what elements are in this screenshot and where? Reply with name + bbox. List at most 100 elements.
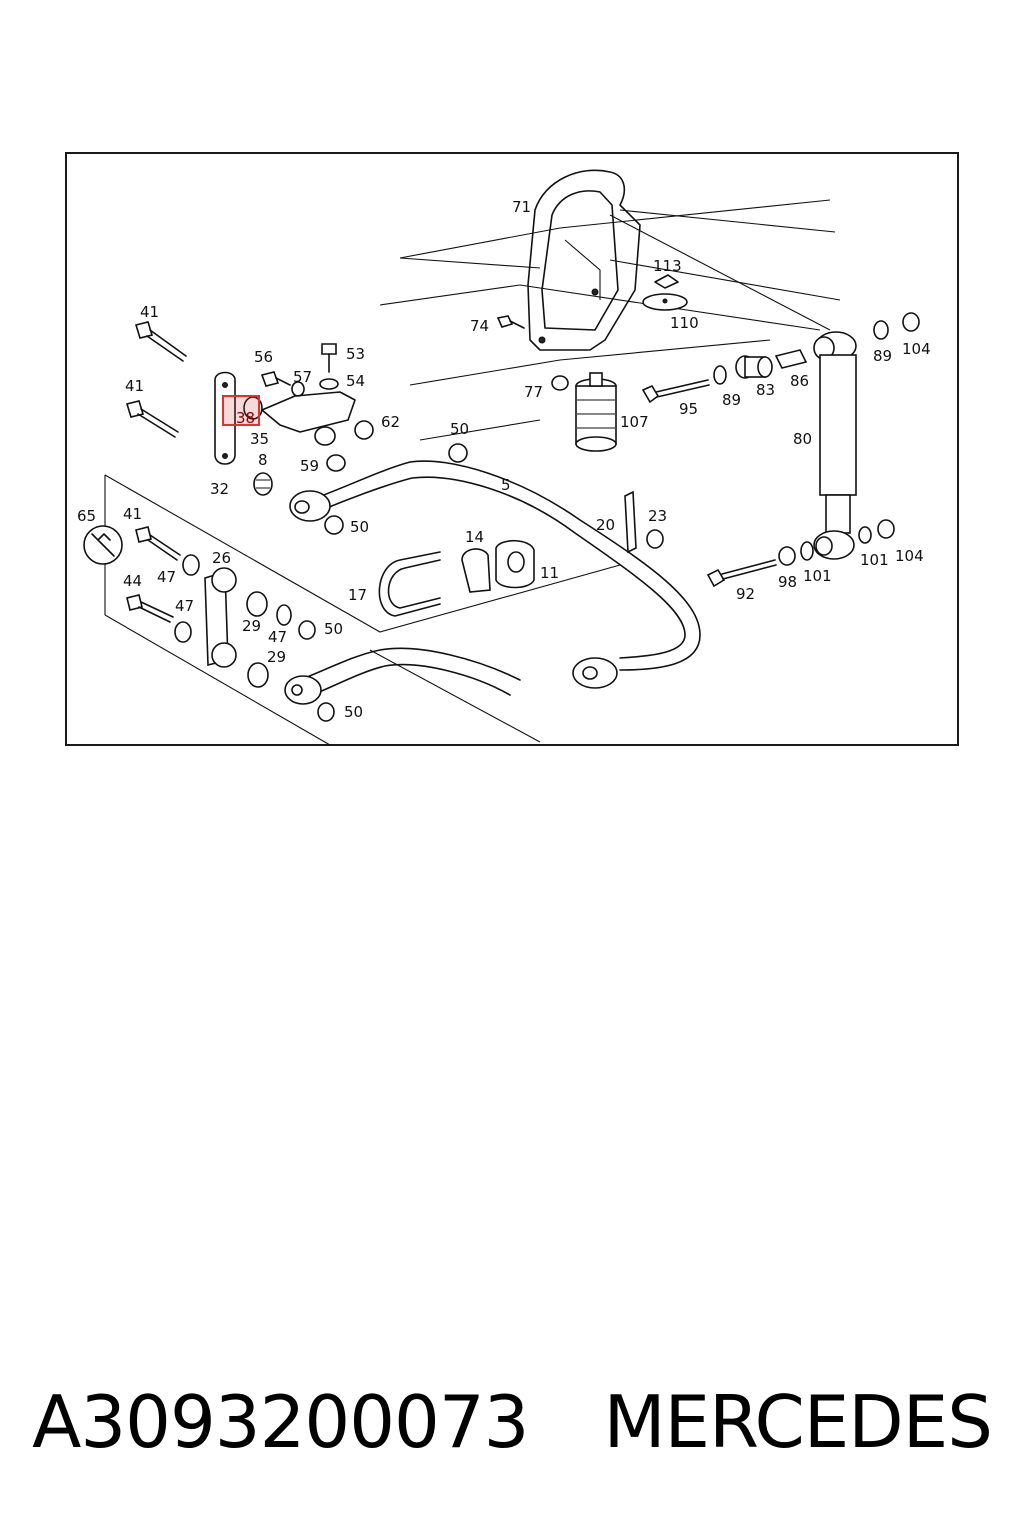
callout-32: 32 [210,480,229,498]
clip-113 [654,274,679,289]
callout-41-low: 41 [123,505,142,523]
part-caption: A3093200073 MERCEDES [0,1372,1024,1472]
bolt-41c [135,526,181,561]
washer-54 [319,378,339,390]
washer-101b [858,526,872,544]
callout-29-a: 29 [242,617,261,635]
callout-50-d: 50 [344,703,363,721]
callout-35: 35 [250,430,269,448]
callout-104-b: 104 [895,547,924,565]
part-number: A3093200073 [32,1380,529,1464]
callout-53: 53 [346,345,365,363]
callout-65: 65 [77,507,96,525]
callout-56: 56 [254,348,273,366]
callout-101-b: 101 [860,551,889,569]
callout-5: 5 [501,476,511,494]
washer-98 [778,546,796,566]
callout-labels: 71 113 110 74 77 107 41 41 56 57 53 54 3… [77,198,931,721]
nut-50a [448,443,468,463]
callout-41-mid: 41 [125,377,144,395]
wrench-icon [83,525,123,565]
callout-113: 113 [653,257,682,275]
bolt-95 [641,379,710,404]
chassis-frame [104,199,841,746]
bolt-41a [134,321,187,362]
bushing-8 [253,472,273,496]
callout-83: 83 [756,381,775,399]
highlight-box-38 [222,395,260,426]
callout-98: 98 [778,573,797,591]
shock-absorber-80 [813,331,857,560]
callout-8: 8 [258,451,268,469]
callout-77: 77 [524,383,543,401]
callout-62: 62 [381,413,400,431]
bolt-74 [496,315,525,329]
bracket-20 [624,490,637,554]
bolt-44 [126,594,174,623]
callout-107: 107 [620,413,649,431]
callout-44: 44 [123,572,142,590]
bushing-83 [735,355,773,379]
washer-110 [642,293,688,311]
washer-89b [873,320,889,340]
callout-14: 14 [465,528,484,546]
brand-name: MERCEDES [603,1380,992,1464]
bushing-11 [495,539,535,589]
callout-26: 26 [212,549,231,567]
callout-59: 59 [300,457,319,475]
link-26 [204,567,237,668]
callout-17: 17 [348,586,367,604]
callout-38: 38 [236,409,255,427]
washer-47a [182,554,200,576]
callout-101-a: 101 [803,567,832,585]
stabilizer-bar-lower [284,647,521,705]
callout-71: 71 [512,198,531,216]
nut-104b [877,519,895,539]
bracket-35 [261,391,356,446]
callout-47-a: 47 [157,568,176,586]
callout-104-a: 104 [902,340,931,358]
nut-50c [298,620,316,640]
callout-92: 92 [736,585,755,603]
bolt-53 [321,343,337,373]
washer-89a [713,365,727,385]
washer-47c [276,604,292,626]
bolt-92 [706,559,777,588]
bump-stop-107 [575,372,617,452]
nut-62 [354,420,374,440]
nut-59 [326,454,346,472]
callout-80: 80 [793,430,812,448]
callout-41-top: 41 [140,303,159,321]
frame-bracket-71 [527,169,641,351]
washer-47b [174,621,192,643]
stabilizer-bar-5 [289,460,701,689]
callout-20: 20 [596,516,615,534]
u-bolt-17 [378,551,441,617]
callout-50-b: 50 [350,518,369,536]
sleeve-86 [774,349,808,369]
callout-89-b: 89 [873,347,892,365]
clamp-14 [461,548,491,593]
bushing-29a [246,591,268,617]
callout-57: 57 [293,368,312,386]
callout-47-b: 47 [175,597,194,615]
callout-29-b: 29 [267,648,286,666]
nut-23 [646,529,664,549]
callout-47-c: 47 [268,628,287,646]
bushing-29b [247,662,269,688]
callout-89-a: 89 [722,391,741,409]
nut-77 [551,375,569,391]
bolt-56 [260,371,291,387]
bolt-41b [125,400,179,438]
nut-50d [317,702,335,722]
nut-104a [902,312,920,332]
callout-74: 74 [470,317,489,335]
callout-50-c: 50 [324,620,343,638]
callout-95: 95 [679,400,698,418]
callout-110: 110 [670,314,699,332]
callout-54: 54 [346,372,365,390]
callout-50-a: 50 [450,420,469,438]
parts-diagram: 71 113 110 74 77 107 41 41 56 57 53 54 3… [77,169,931,746]
nut-50b [324,515,344,535]
callout-86: 86 [790,372,809,390]
